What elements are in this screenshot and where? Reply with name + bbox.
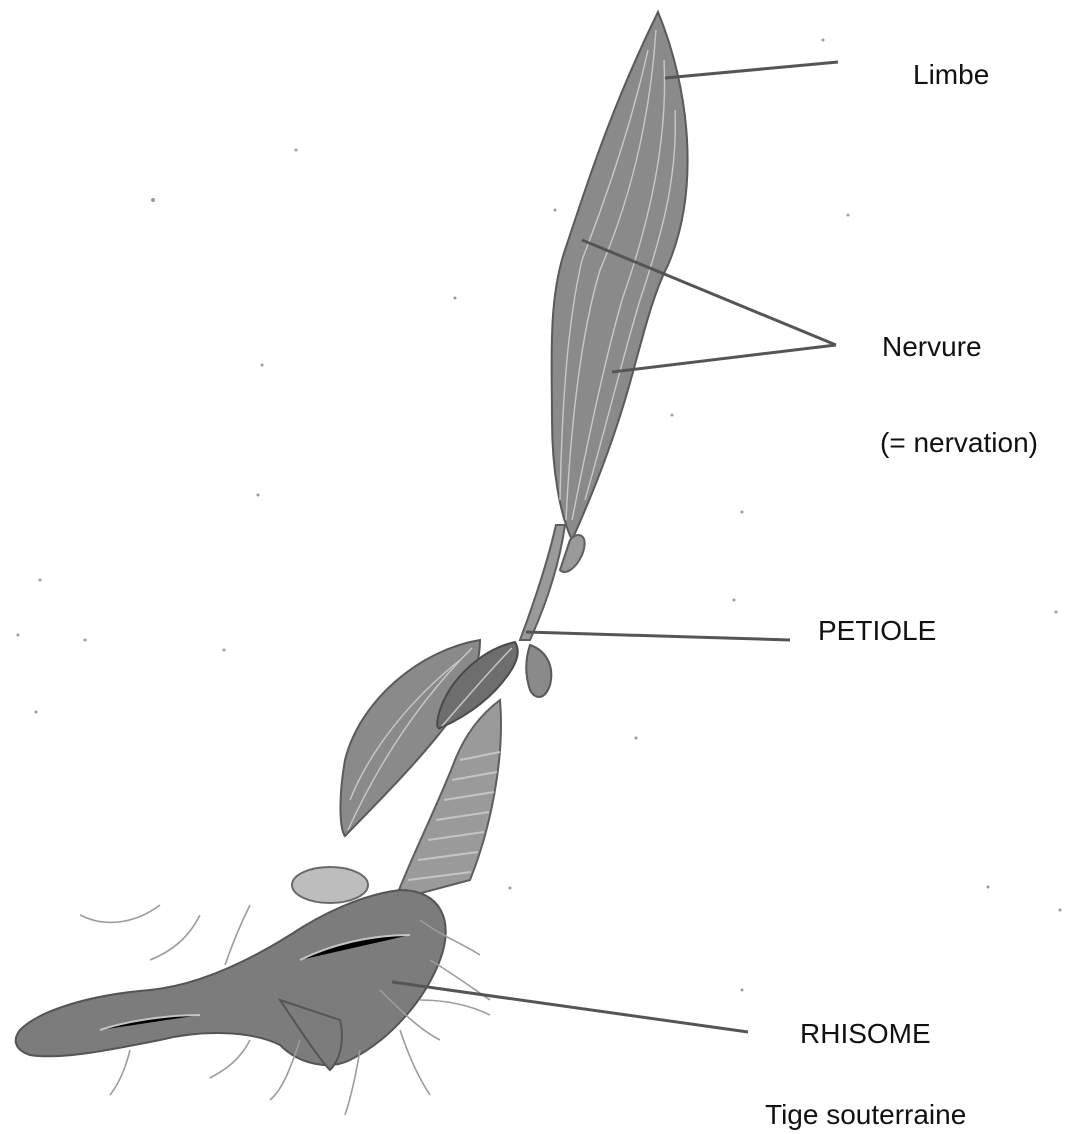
label-petiole: PETIOLE <box>818 615 936 646</box>
label-tige-souterraine: Tige souterraine <box>765 1099 966 1130</box>
petiole-stem <box>520 525 585 640</box>
label-rhisome: RHISOME <box>800 1018 931 1049</box>
leader-limbe <box>665 62 838 78</box>
leader-petiole <box>526 632 790 640</box>
leader-rhisome <box>392 982 748 1032</box>
label-limbe: Limbe <box>913 59 989 90</box>
leader-nervure-lower <box>612 345 836 372</box>
rhizome <box>16 867 446 1070</box>
label-nervation: (= nervation) <box>880 427 1038 458</box>
background-specks <box>17 39 1062 992</box>
label-nervure: Nervure <box>882 331 982 362</box>
